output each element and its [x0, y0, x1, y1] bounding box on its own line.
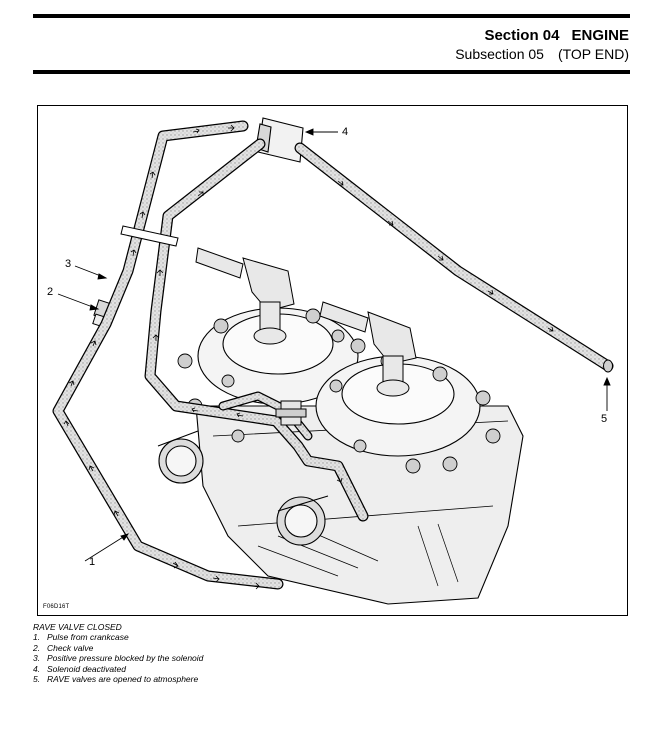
- spark-plug-fittings: [195, 247, 417, 397]
- engine-block: [157, 307, 524, 605]
- caption-item: 3.Positive pressure blocked by the solen…: [33, 653, 204, 664]
- caption-item: 2.Check valve: [33, 642, 94, 653]
- callout-4: 4: [342, 126, 349, 138]
- hose-open-end: [603, 359, 613, 373]
- section-title: ENGINE: [571, 27, 629, 44]
- callout-2: 2: [47, 286, 54, 298]
- figure-id: F06D16T: [43, 604, 70, 610]
- figure-caption: RAVE VALVE CLOSED 1.Pulse from crankcase…: [33, 622, 203, 684]
- figure-frame: 1 2 3 4 5 F06D16T: [37, 105, 628, 616]
- callout-1: 1: [89, 556, 96, 568]
- t-fitting: [275, 400, 307, 426]
- caption-item: 4.Solenoid deactivated: [33, 663, 126, 674]
- section-number: Section 04: [484, 27, 560, 44]
- header-rule-bottom: [33, 70, 630, 74]
- engine-diagram: [52, 117, 614, 605]
- caption-item: 5.RAVE valves are opened to atmosphere: [33, 674, 199, 685]
- caption-item: 1.Pulse from crankcase: [33, 632, 129, 643]
- pressure-hoses: [52, 120, 614, 590]
- callout-3: 3: [65, 258, 72, 270]
- caption-title: RAVE VALVE CLOSED: [33, 622, 122, 632]
- section-heading: Section 04 ENGINE: [484, 27, 629, 44]
- leader-lines: [57, 128, 611, 562]
- subsection-title: (TOP END): [557, 46, 629, 62]
- hose-clamp: [120, 225, 179, 247]
- callout-5: 5: [601, 413, 608, 425]
- subsection-number: Subsection 05: [455, 46, 544, 62]
- bolts: [177, 308, 501, 474]
- flow-arrows: [63, 124, 554, 590]
- subsection-heading: Subsection 05 (TOP END): [455, 46, 629, 62]
- header-rule-top: [33, 14, 630, 18]
